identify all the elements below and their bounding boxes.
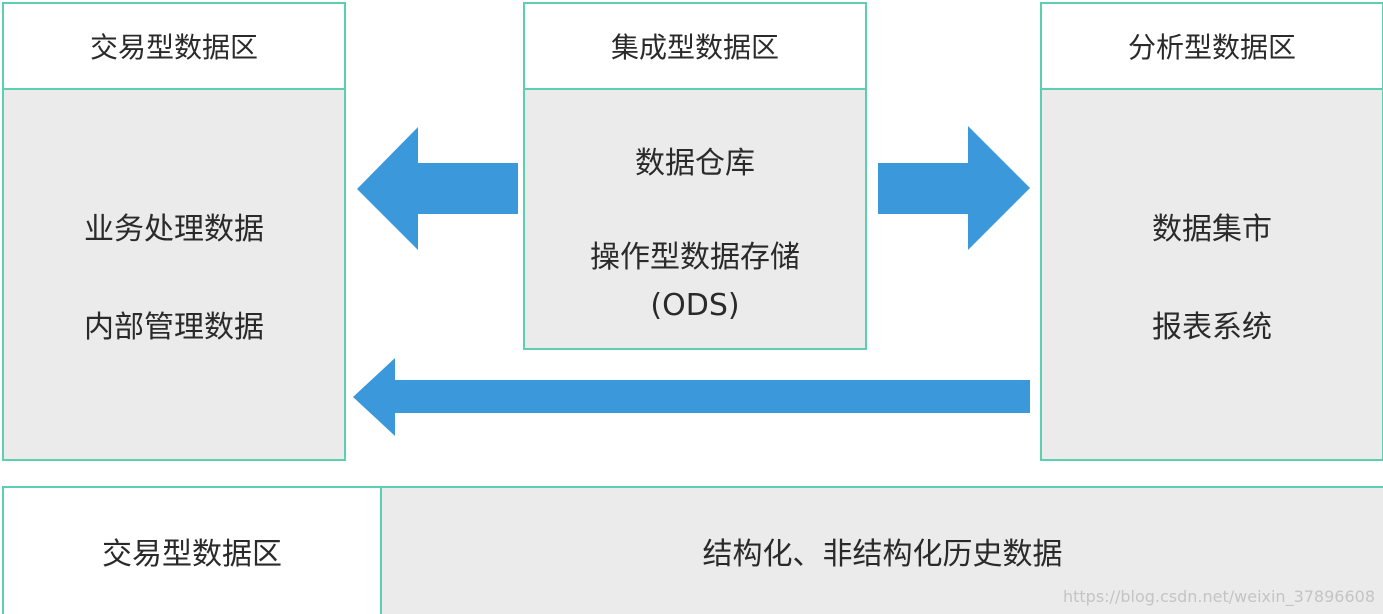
bottom-transactional-label: 交易型数据区 (2, 486, 382, 614)
arrow-integrated-to-transactional (357, 127, 518, 250)
analytical-line-2: 报表系统 (1152, 309, 1272, 345)
watermark-text: https://blog.csdn.net/weixin_37896608 (1062, 587, 1375, 606)
integrated-zone-title: 集成型数据区 (523, 2, 867, 90)
transactional-line-2: 内部管理数据 (84, 309, 264, 345)
analytical-zone-body: 数据集市 报表系统 (1040, 90, 1383, 461)
integrated-line-2: 操作型数据存储 (590, 240, 800, 275)
arrow-analytical-to-transactional (353, 358, 1030, 436)
bottom-history-data-label: 结构化、非结构化历史数据 (380, 486, 1383, 614)
transactional-zone-title: 交易型数据区 (2, 2, 346, 90)
integrated-zone-body: 数据仓库 操作型数据存储 (ODS) (523, 90, 867, 350)
analytical-line-1: 数据集市 (1152, 211, 1272, 247)
transactional-line-1: 业务处理数据 (84, 211, 264, 247)
arrow-integrated-to-analytical (878, 126, 1030, 250)
transactional-zone-body: 业务处理数据 内部管理数据 (2, 90, 346, 461)
integrated-line-3: (ODS) (650, 288, 740, 323)
integrated-line-1: 数据仓库 (635, 146, 755, 181)
analytical-zone-title: 分析型数据区 (1040, 2, 1383, 90)
